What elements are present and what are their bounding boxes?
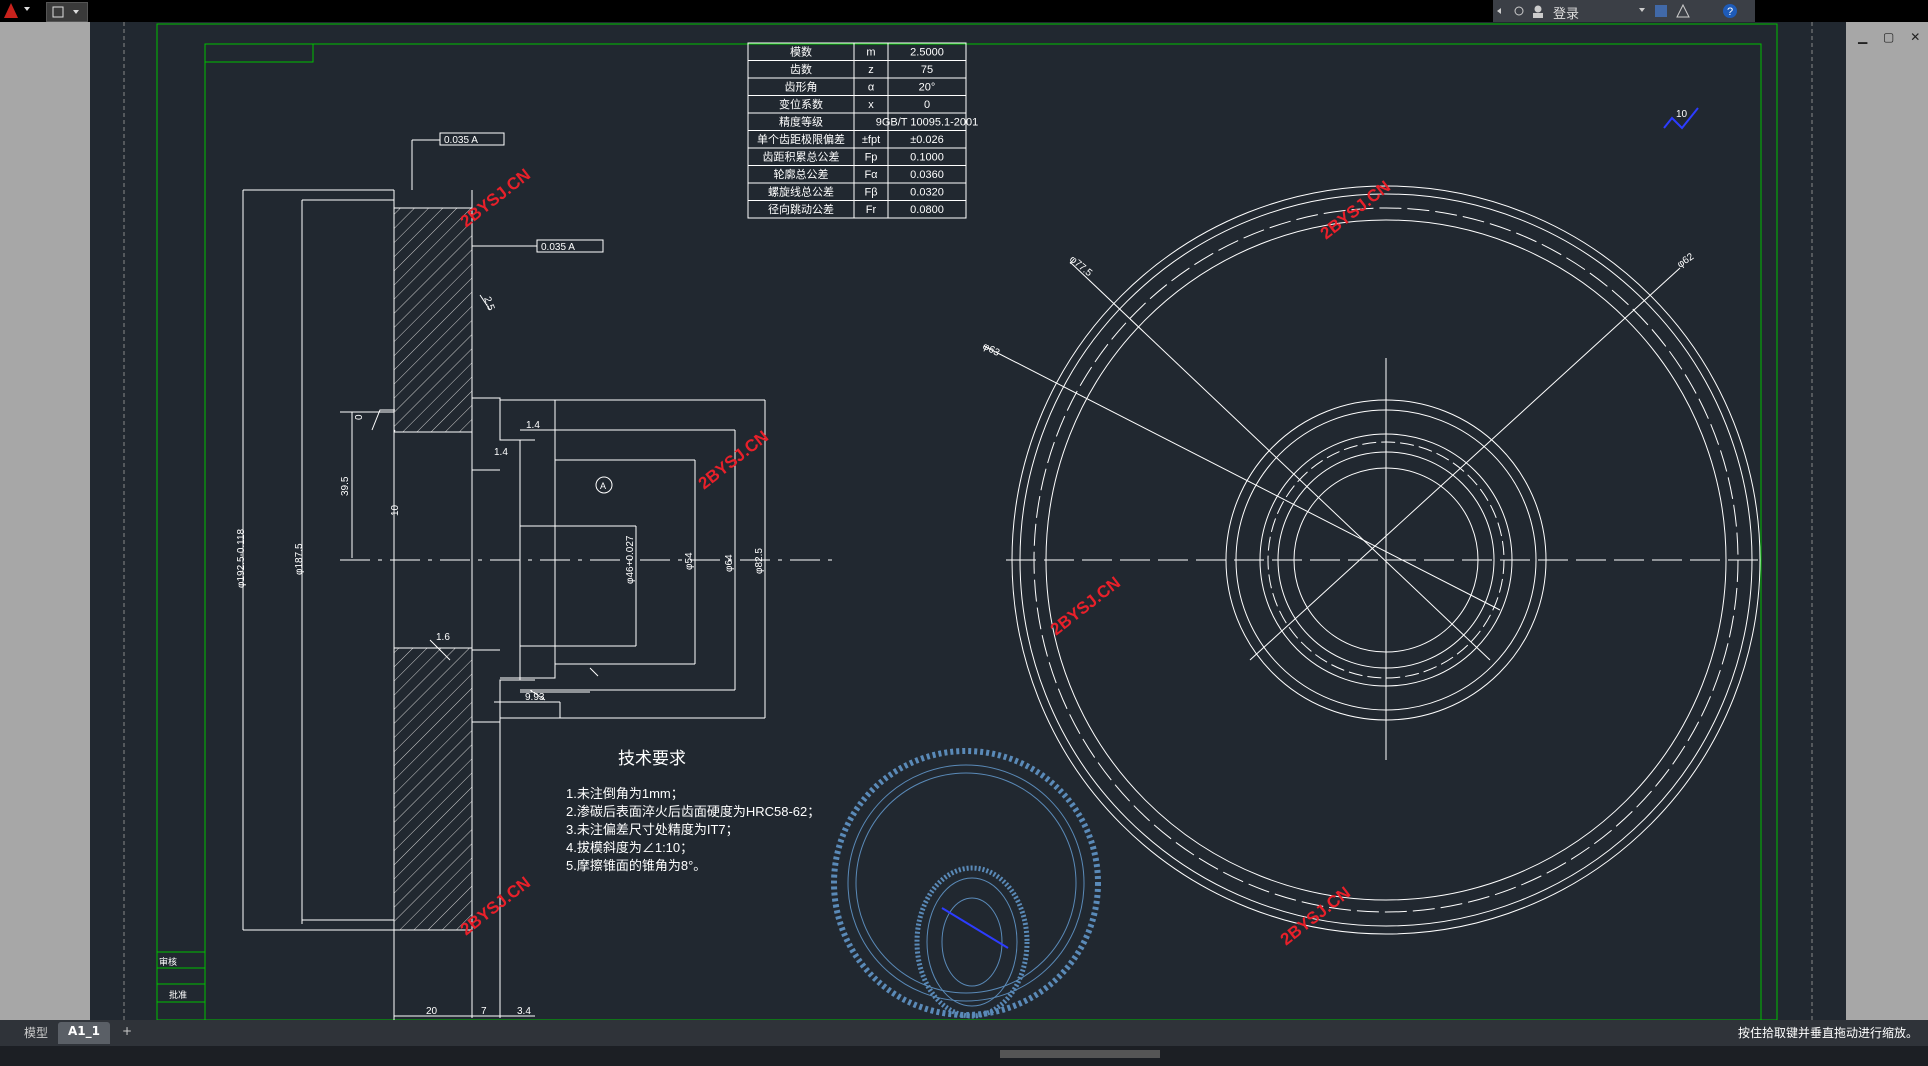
- dimension-text: φ64: [724, 554, 735, 572]
- dimension-text: φ62: [1675, 251, 1696, 270]
- status-bar: [0, 1046, 1928, 1066]
- tab-a1-1[interactable]: A1_1: [58, 1022, 110, 1044]
- dimension-text: φ82.5: [754, 548, 765, 574]
- gear-parameter-table: 模数 m 2.5000 齿数 z 75 齿形角 α 20° 变位系数 x 0 精度等级 9GB/T 100…: [747, 42, 979, 219]
- dimension-text: 20: [426, 1006, 438, 1017]
- infocenter-bar: ? 登录: [1493, 0, 1755, 22]
- drawing-viewport[interactable]: 审核 批准 模数 m 2.5000 齿数 z 75 齿形角 α 20° 变位系数 x 0 精度等级 9GB…: [90, 22, 1846, 1021]
- watermark: 2BYSJ.CN: [695, 427, 772, 493]
- dimension-text: 1.4: [494, 447, 508, 458]
- dimension-text: φ77.5: [1067, 254, 1094, 279]
- param-value: 0.0800: [910, 204, 944, 216]
- param-symbol: Fα: [864, 169, 878, 181]
- title-block-cell: 审核: [159, 956, 177, 967]
- window-controls[interactable]: ▁ ▢ ✕: [1858, 30, 1927, 44]
- dimension-text: 9.93: [525, 692, 545, 703]
- param-value: 9GB/T 10095.1-2001: [876, 117, 979, 129]
- watermark: 2BYSJ.CN: [457, 165, 534, 231]
- roughness-mark-icon: [1663, 107, 1699, 130]
- requirement-item: 4.拔模斜度为∠1:10；: [566, 840, 693, 856]
- param-symbol: α: [868, 82, 875, 94]
- param-value: 75: [921, 64, 933, 76]
- dimension-text: 39.5: [340, 476, 351, 496]
- param-name: 齿距积累总公差: [763, 150, 840, 164]
- param-value: 20°: [919, 82, 936, 94]
- requirement-item: 3.未注偏差尺寸处精度为IT7；: [566, 822, 739, 838]
- dimension-text: 7: [481, 1006, 487, 1017]
- section-view: [242, 132, 840, 1020]
- param-name: 模数: [790, 46, 812, 59]
- param-symbol: Fr: [866, 204, 877, 216]
- param-name: 轮廓总公差: [774, 167, 829, 181]
- dimension-text: 10: [390, 504, 401, 516]
- dimension-text: φ46+0.027: [625, 535, 636, 584]
- quick-access-toolbar[interactable]: [46, 2, 88, 22]
- dimension-text: φ192.5-0.118: [236, 528, 247, 588]
- requirement-item: 2.渗碳后表面淬火后齿面硬度为HRC58-62；: [566, 804, 820, 820]
- param-name: 精度等级: [779, 115, 823, 129]
- param-value: 0.0320: [910, 187, 944, 199]
- dimension-text: 1.6: [436, 632, 450, 643]
- dimension-text: φ54: [684, 552, 695, 570]
- datum-label: A: [600, 481, 606, 491]
- watermark: 2BYSJ.CN: [1047, 573, 1124, 639]
- requirement-item: 1.未注倒角为1mm；: [566, 786, 684, 802]
- param-symbol: Fβ: [864, 187, 877, 199]
- param-name: 螺旋线总公差: [768, 185, 834, 199]
- left-panel: [0, 22, 90, 1020]
- param-symbol: ±fpt: [862, 134, 880, 146]
- roughness-symbol: 10: [1676, 109, 1688, 120]
- param-value: 2.5000: [910, 47, 944, 59]
- param-name: 齿形角: [785, 81, 818, 94]
- requirement-item: 5.摩擦锥面的锥角为8°。: [566, 858, 706, 873]
- gear-3d-preview: [831, 748, 1101, 1019]
- autocad-logo-icon[interactable]: [0, 0, 44, 22]
- param-value: 0: [924, 99, 930, 111]
- front-view: [983, 185, 1766, 935]
- param-value: 0.1000: [910, 152, 944, 164]
- param-value: 0.0360: [910, 169, 944, 181]
- dimension-text: 3.4: [517, 1006, 531, 1017]
- param-value: ±0.026: [910, 134, 944, 146]
- svg-text:?: ?: [1727, 6, 1733, 18]
- param-symbol: z: [868, 64, 874, 76]
- tolerance-frame: 0.035 A: [541, 242, 575, 253]
- horizontal-scrollbar[interactable]: [1000, 1050, 1160, 1058]
- status-message: 按住拾取键并垂直拖动进行缩放。: [1737, 1026, 1918, 1040]
- param-symbol: m: [866, 47, 875, 59]
- title-block-cell: 批准: [169, 989, 187, 1000]
- requirements-title: 技术要求: [618, 749, 686, 768]
- param-name: 齿数: [790, 63, 812, 76]
- param-name: 径向跳动公差: [768, 202, 834, 216]
- dimension-text: φ187.5: [294, 543, 305, 575]
- right-panel: [1846, 22, 1928, 1020]
- param-name: 单个齿距极限偏差: [757, 132, 845, 146]
- dimension-text: 2.5: [481, 295, 496, 312]
- add-layout-button[interactable]: +: [122, 1024, 133, 1038]
- dimension-text: 1.4: [526, 420, 540, 431]
- layout-tab-bar: [0, 1020, 1928, 1046]
- param-name: 变位系数: [779, 97, 823, 111]
- login-button[interactable]: 登录: [1553, 7, 1580, 22]
- param-symbol: x: [868, 99, 874, 111]
- param-symbol: Fp: [865, 152, 878, 164]
- title-bar: ? 登录: [0, 0, 1928, 22]
- tolerance-frame: 0.035 A: [444, 135, 478, 146]
- tab-model[interactable]: 模型: [24, 1026, 49, 1040]
- dimension-text: 0: [354, 414, 365, 420]
